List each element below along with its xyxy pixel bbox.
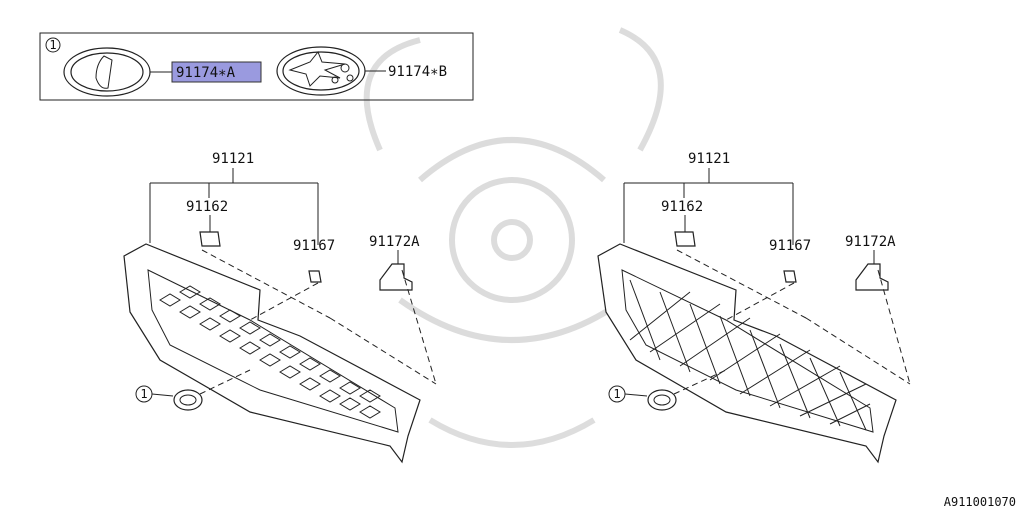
left-grille-body bbox=[123, 243, 421, 464]
right-grille-body bbox=[597, 243, 897, 464]
left-bracket-label[interactable]: 91172A bbox=[369, 234, 420, 250]
right-fastener-label[interactable]: 91167 bbox=[769, 238, 811, 254]
watermark-emblem bbox=[363, 27, 664, 448]
part-a-highlight bbox=[171, 61, 262, 83]
part-b-label[interactable]: 91174∗B bbox=[388, 64, 447, 80]
left-badge-ring bbox=[173, 389, 203, 411]
right-bracket-part bbox=[855, 263, 889, 291]
right-bracket-label[interactable]: 91172A bbox=[845, 234, 896, 250]
left-grille-assembly: 91121 91162 91167 91172A 1 bbox=[123, 151, 437, 464]
right-badge-ring bbox=[647, 389, 677, 411]
right-clip-label[interactable]: 91162 bbox=[661, 199, 703, 215]
emblem-b bbox=[276, 46, 366, 96]
right-ref-marker[interactable]: 1 bbox=[613, 387, 620, 401]
diagram-id: A911001070 bbox=[944, 495, 1016, 509]
right-crosshatch-mesh bbox=[629, 279, 871, 431]
left-clip-part bbox=[199, 231, 221, 247]
emblem-a bbox=[63, 47, 151, 97]
legend-ref-marker: 1 bbox=[49, 38, 56, 52]
left-fastener-part bbox=[308, 270, 322, 283]
left-ref-marker[interactable]: 1 bbox=[140, 387, 147, 401]
left-bracket-part bbox=[379, 263, 413, 291]
right-grille-label[interactable]: 91121 bbox=[688, 151, 730, 167]
part-a-label[interactable]: 91174∗A bbox=[176, 65, 236, 81]
left-fastener-label[interactable]: 91167 bbox=[293, 238, 335, 254]
emblem-legend-box: 1 91174∗A 91174∗B bbox=[39, 32, 474, 101]
right-grille-assembly: 91121 91162 91167 91172A 1 bbox=[597, 151, 911, 464]
right-fastener-part bbox=[783, 270, 797, 283]
left-clip-label[interactable]: 91162 bbox=[186, 199, 228, 215]
right-clip-part bbox=[674, 231, 696, 247]
left-honeycomb-mesh bbox=[159, 285, 381, 419]
left-grille-label[interactable]: 91121 bbox=[212, 151, 254, 167]
